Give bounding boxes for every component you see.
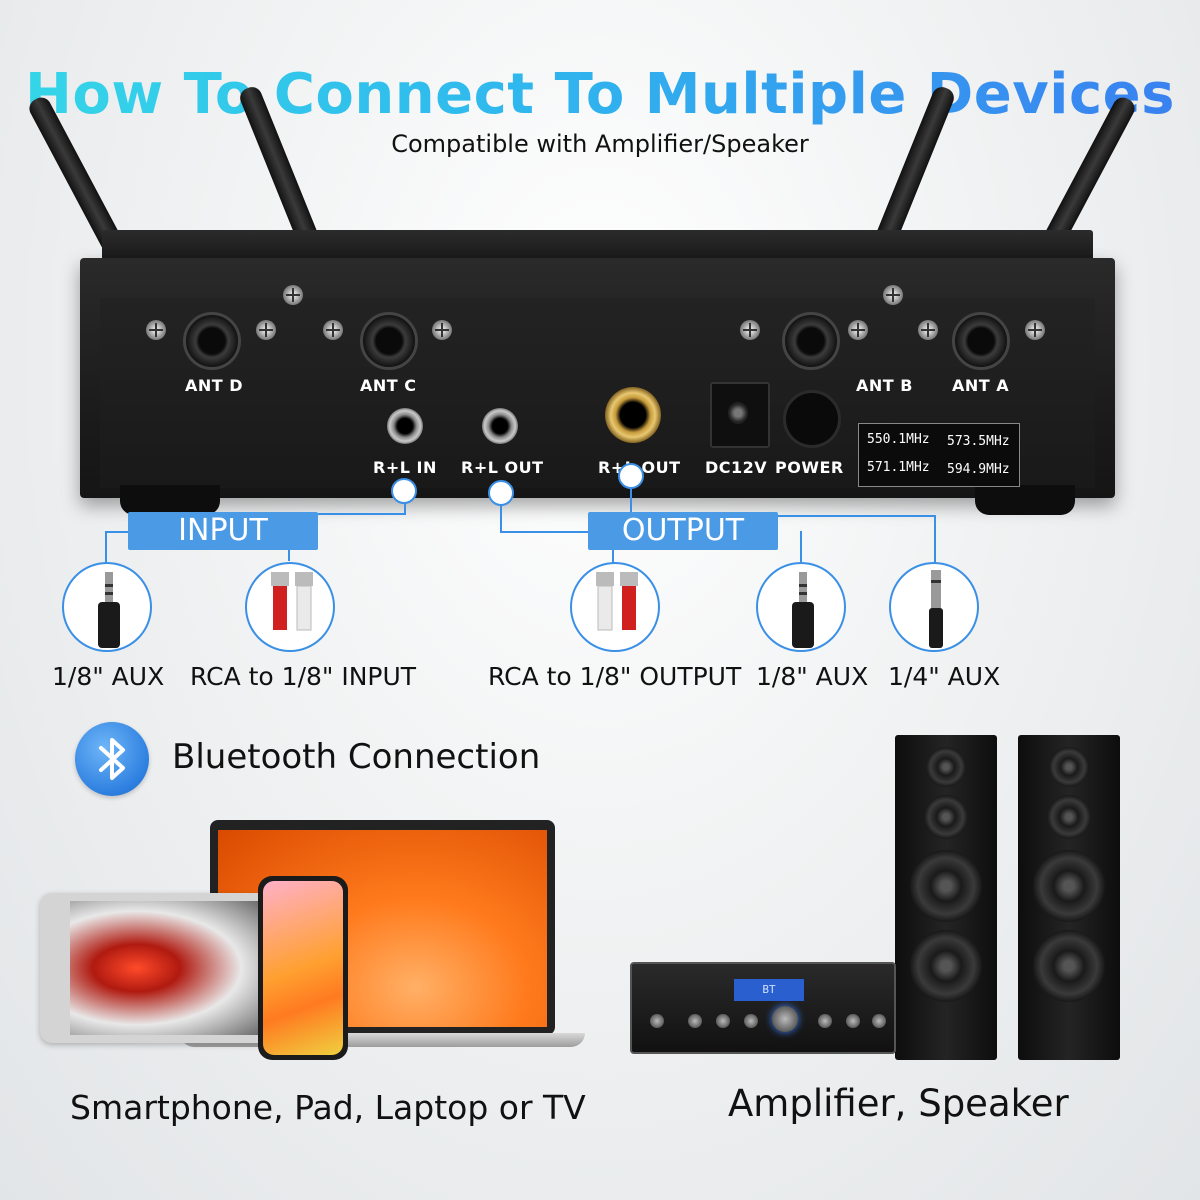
- amp-knob: [818, 1014, 832, 1028]
- tablet-display: [70, 901, 260, 1035]
- freq-value: 573.5MHz: [947, 434, 1010, 449]
- cable-caption: 1/8" AUX: [52, 662, 165, 691]
- amp-knob: [716, 1014, 730, 1028]
- connector-line: [105, 531, 107, 563]
- screw-icon: [1025, 320, 1045, 340]
- connector-line: [934, 515, 936, 563]
- rl-in-jack: [387, 408, 423, 444]
- amp-display: BT: [734, 979, 804, 1001]
- freq-value: 594.9MHz: [947, 462, 1010, 477]
- receiver-foot-left: [120, 485, 220, 515]
- output-tag: OUTPUT: [588, 512, 778, 550]
- midrange-driver: [924, 795, 968, 839]
- screw-icon: [883, 285, 903, 305]
- amp-knob: [688, 1014, 702, 1028]
- connector-line: [800, 531, 802, 563]
- cable-caption: RCA to 1/8" INPUT: [190, 662, 417, 691]
- label-rl-out: R+L OUT: [461, 458, 544, 477]
- cable-caption: 1/8" AUX: [756, 662, 869, 691]
- ant-b-socket: [782, 312, 840, 370]
- woofer: [910, 850, 982, 922]
- speaker-right-image: [1018, 735, 1120, 1060]
- woofer: [1033, 930, 1105, 1002]
- screw-icon: [432, 320, 452, 340]
- quarter-inch-plug-icon: [889, 562, 979, 652]
- amp-knob: [650, 1014, 664, 1028]
- power-button: [783, 390, 841, 448]
- connector-line: [105, 531, 129, 533]
- input-tag: INPUT: [128, 512, 318, 550]
- cable-caption: 1/4" AUX: [888, 662, 1001, 691]
- screw-icon: [323, 320, 343, 340]
- screw-icon: [918, 320, 938, 340]
- smartphone-image: [258, 876, 348, 1060]
- amp-knob: [872, 1014, 886, 1028]
- tweeter: [1049, 747, 1089, 787]
- screw-icon: [848, 320, 868, 340]
- rca-plug-icon: [245, 562, 335, 652]
- port-marker: [488, 480, 514, 506]
- aux-plug-icon: [756, 562, 846, 652]
- label-power: POWER: [775, 458, 844, 477]
- rca-plug-icon: [570, 562, 660, 652]
- bluetooth-label: Bluetooth Connection: [172, 737, 541, 777]
- amplifier-image: BT: [630, 962, 896, 1054]
- label-dc12v: DC12V: [705, 458, 768, 477]
- aux-plug-icon: [62, 562, 152, 652]
- label-ant-d: ANT D: [185, 376, 244, 395]
- screw-icon: [283, 285, 303, 305]
- connector-line: [630, 482, 632, 514]
- woofer: [1033, 850, 1105, 922]
- connector-line: [318, 513, 406, 515]
- speaker-left-image: [895, 735, 997, 1060]
- output-devices-label: Amplifier, Speaker: [728, 1082, 1069, 1125]
- woofer: [910, 930, 982, 1002]
- receiver-top: [102, 230, 1093, 260]
- amp-knob: [744, 1014, 758, 1028]
- connector-line: [500, 500, 502, 533]
- bluetooth-icon: [75, 722, 149, 796]
- amp-knob: [846, 1014, 860, 1028]
- label-ant-a: ANT A: [952, 376, 1010, 395]
- dc-power-jack: [710, 382, 770, 448]
- port-marker: [618, 463, 644, 489]
- quarter-inch-out-jack: [605, 387, 661, 443]
- cable-caption: RCA to 1/8" OUTPUT: [488, 662, 742, 691]
- tweeter: [926, 747, 966, 787]
- label-ant-c: ANT C: [360, 376, 417, 395]
- connector-line: [612, 549, 614, 563]
- connector-line: [776, 515, 936, 517]
- ant-d-socket: [183, 312, 241, 370]
- label-ant-b: ANT B: [856, 376, 913, 395]
- tablet-image: [40, 893, 270, 1043]
- receiver-foot-right: [975, 485, 1075, 515]
- port-marker: [391, 478, 417, 504]
- midrange-driver: [1047, 795, 1091, 839]
- receiver-rear-panel: ANT D ANT C ANT B ANT A R+L IN R+L OUT R…: [80, 230, 1115, 515]
- label-rl-in: R+L IN: [373, 458, 437, 477]
- connector-line: [500, 531, 590, 533]
- page-subtitle: Compatible with Amplifier/Speaker: [391, 130, 809, 158]
- screw-icon: [146, 320, 166, 340]
- page-title: How To Connect To Multiple Devices: [0, 62, 1200, 127]
- screw-icon: [256, 320, 276, 340]
- screw-icon: [740, 320, 760, 340]
- freq-value: 571.1MHz: [867, 460, 930, 475]
- smartphone-display: [263, 881, 343, 1055]
- ant-c-socket: [360, 312, 418, 370]
- ant-a-socket: [952, 312, 1010, 370]
- source-devices-label: Smartphone, Pad, Laptop or TV: [70, 1088, 586, 1127]
- connector-line: [404, 500, 406, 514]
- frequency-label: 550.1MHz 573.5MHz 571.1MHz 594.9MHz: [858, 423, 1020, 487]
- amp-volume-knob: [772, 1006, 798, 1032]
- freq-value: 550.1MHz: [867, 432, 930, 447]
- rl-out-jack: [482, 408, 518, 444]
